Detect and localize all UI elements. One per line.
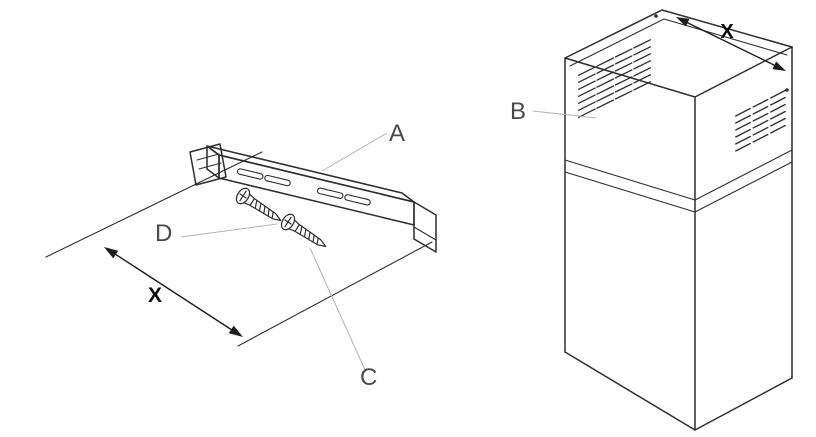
part-label-d: D [155, 220, 172, 247]
dimension-arrowhead [228, 325, 243, 337]
leader-d [180, 223, 278, 238]
louver-group-left [577, 39, 652, 118]
bracket-left-tab [189, 143, 227, 186]
chimney-inner-rim [569, 18, 788, 67]
chimney-bottom-edges [564, 351, 793, 431]
extension-line-left [45, 151, 263, 258]
dimension-line-right [685, 21, 777, 67]
dim-label-right: X [720, 21, 734, 43]
bracket-left-end-cap [206, 145, 220, 179]
extension-line-right [237, 241, 433, 347]
leader-a [321, 132, 388, 172]
screw-lower [278, 211, 331, 255]
part-label-b: B [510, 98, 526, 125]
bracket-left-tab-bends [196, 153, 222, 170]
bracket-slot [344, 194, 371, 206]
bracket-right-flange [413, 201, 437, 253]
bracket-slot [264, 174, 291, 187]
screw-hole-dot [654, 14, 658, 18]
part-label-c: C [360, 364, 377, 391]
leader-c [309, 247, 367, 373]
dim-label-left: X [148, 284, 162, 307]
dimension-arrowhead [676, 17, 690, 27]
dimension-arrowhead [104, 247, 119, 259]
part-label-a: A [389, 120, 405, 147]
dimension-arrowhead [772, 61, 786, 71]
louver-group-right [735, 89, 786, 152]
bracket-right-flange-fold [413, 226, 437, 241]
chimney-drawing: B X [510, 9, 793, 431]
dimension-line-left [111, 251, 236, 333]
chimney-seam-upper [564, 149, 793, 201]
chimney-seam-lower [564, 161, 793, 213]
bracket-drawing: A D C X [45, 120, 437, 391]
bracket-slot [236, 168, 264, 180]
screw-hole-dot [785, 88, 789, 92]
bracket-slot [316, 187, 344, 199]
leader-b [532, 110, 597, 119]
